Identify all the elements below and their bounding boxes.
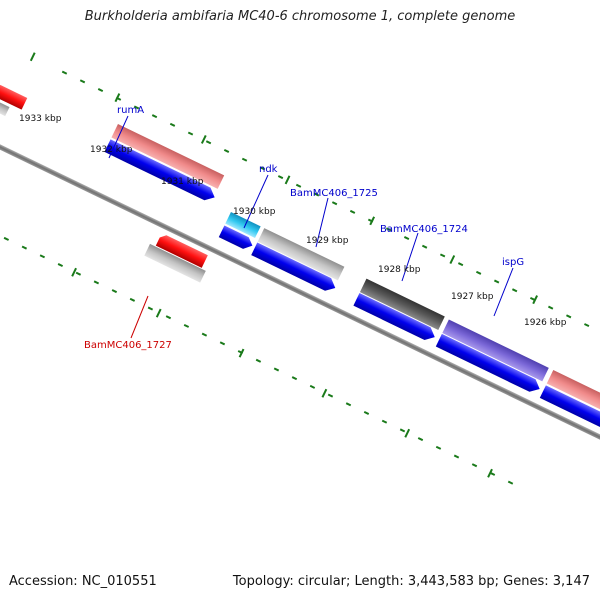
scale-label: 1928 kbp: [378, 265, 421, 275]
gene-left-edge-grey[interactable]: [0, 99, 10, 117]
cds-ispG[interactable]: [435, 333, 543, 395]
genome-summary-text: Topology: circular; Length: 3,443,583 bp…: [232, 574, 590, 589]
label-leader-lines: [108, 115, 514, 339]
reverse-strand-genes: [144, 233, 208, 283]
scale-label: 1926 kbp: [524, 318, 567, 328]
chromosome-backbone: [0, 106, 600, 486]
gene-label-BamMC406-1727[interactable]: BamMC406_1727: [84, 340, 172, 351]
scale-label: 1929 kbp: [306, 236, 349, 246]
outer-tick-track: [29, 52, 590, 328]
gene-label-BamMC406-1725[interactable]: BamMC406_1725: [290, 188, 378, 199]
scale-label: 1927 kbp: [451, 292, 494, 302]
scale-label: 1933 kbp: [19, 114, 62, 124]
gene-right-edge[interactable]: [546, 370, 600, 419]
gene-label-rumA[interactable]: rumA: [117, 105, 144, 116]
inner-tick-track: [3, 236, 514, 485]
scale-label: 1932 kbp: [90, 145, 133, 155]
gene-BamMC406-1725[interactable]: [257, 228, 345, 281]
map-title: Burkholderia ambifaria MC40-6 chromosome…: [84, 9, 516, 24]
gene-label-ispG[interactable]: ispG: [502, 257, 524, 268]
ispG-leader: [493, 267, 514, 317]
gene-rumA[interactable]: [111, 124, 225, 189]
gene-labels: rumA ndk BamMC406_1725 BamMC406_1724 isp…: [84, 105, 524, 351]
BamMC406-1725-leader: [315, 197, 329, 248]
gene-ispG[interactable]: [442, 319, 549, 382]
gene-BamMC406-1727[interactable]: [144, 243, 206, 283]
gene-ndk[interactable]: [225, 211, 261, 239]
ndk-leader: [243, 174, 269, 229]
gene-label-ndk[interactable]: ndk: [259, 164, 278, 175]
cds-BamMC406-1724[interactable]: [353, 292, 437, 343]
cds-features: [104, 139, 600, 435]
rumA-leader: [108, 115, 129, 159]
cds-BamMC406-1725[interactable]: [251, 242, 338, 294]
BamMC406-1727-leader: [130, 295, 149, 339]
cds-ndk[interactable]: [218, 225, 255, 252]
gene-BamMC406-1727-red[interactable]: [155, 233, 208, 268]
forward-strand-genes: [0, 84, 600, 419]
scale-label: 1931 kbp: [161, 177, 204, 187]
accession-text: Accession: NC_010551: [9, 574, 157, 589]
gene-label-BamMC406-1724[interactable]: BamMC406_1724: [380, 224, 468, 235]
scale-label: 1930 kbp: [233, 207, 276, 217]
scale-labels: 1933 kbp 1932 kbp 1931 kbp 1930 kbp 1929…: [19, 114, 567, 328]
BamMC406-1724-leader: [401, 232, 419, 282]
cds-right-edge[interactable]: [539, 385, 600, 435]
gene-BamMC406-1724[interactable]: [359, 278, 445, 330]
cds-rumA[interactable]: [104, 139, 217, 203]
gene-left-edge-red[interactable]: [0, 84, 28, 110]
